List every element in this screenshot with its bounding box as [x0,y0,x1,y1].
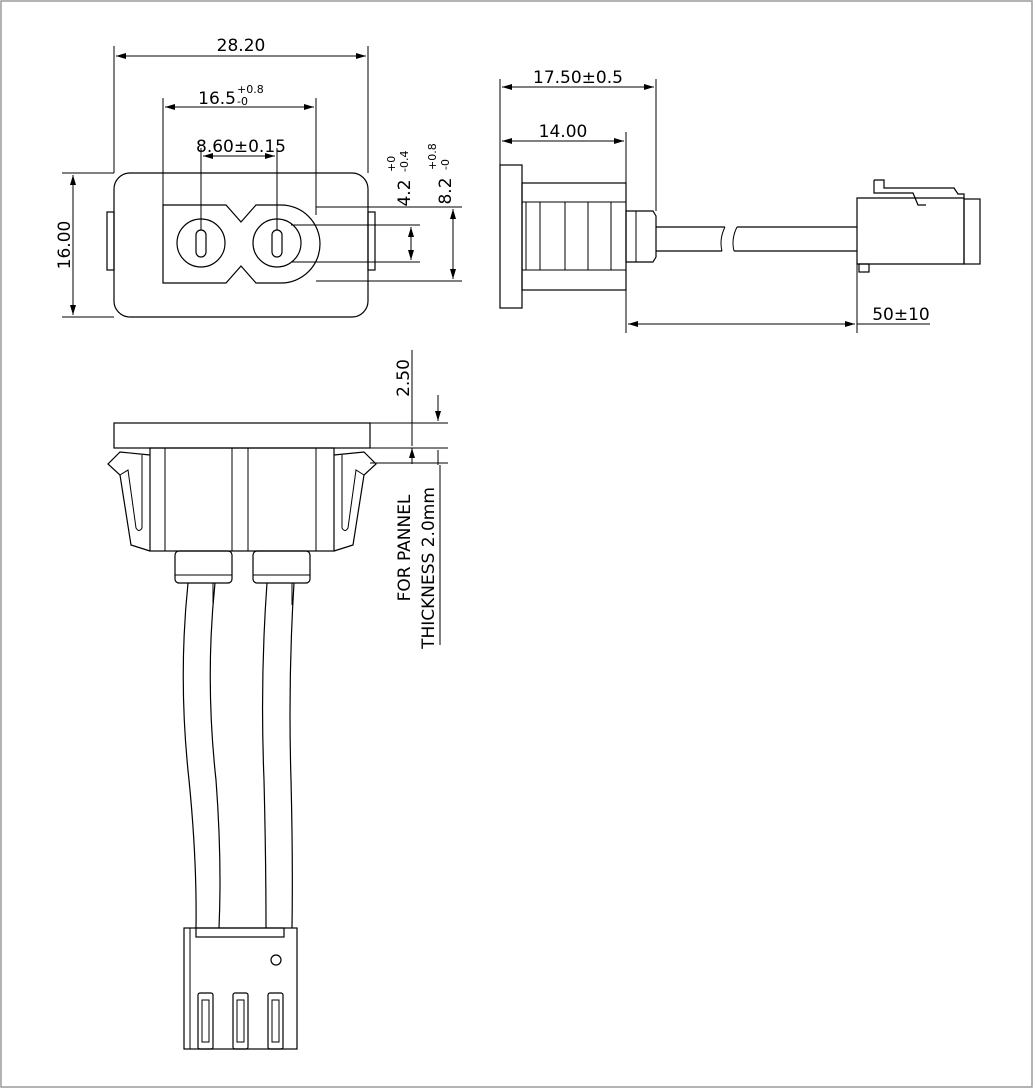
bottom-left-latch [107,451,151,552]
dim-height-overall-label: 16.00 [55,221,75,270]
dim-width-inner-main: 16.5 [198,89,236,109]
housing-polarity-mark [270,954,282,966]
dim-height-b-tol-plus: +0.8 [426,143,439,170]
bottom-right-latch [333,451,377,552]
dim-height-a-tol-plus: +0 [385,156,398,172]
side-terminal-housing [856,197,965,265]
dim-height-b-main: 8.2 [436,177,456,204]
bottom-flange [113,422,371,449]
housing-slot-3 [267,992,284,1050]
front-view: 28.20 16.5 +0.8 -0 8.60±0.15 16.00 4.2 +… [55,36,462,318]
bottom-wire-left [182,582,197,929]
dim-wire-length-label: 50±10 [872,305,930,325]
dim-width-overall-label: 28.20 [217,36,266,56]
dim-width-inner-tol-plus: +0.8 [237,83,264,96]
front-right-tab [367,211,376,271]
panel-note-line1: FOR PANNEL [395,494,415,601]
dim-side-body-label: 14.00 [539,122,588,142]
bottom-boot-left [174,550,233,584]
side-flange [499,164,523,309]
dim-flange-thickness-label: 2.50 [394,359,414,397]
side-body [521,182,627,291]
pin-right-slot [271,229,283,258]
wire-break-right [732,226,738,252]
pin-left-slot [195,229,207,258]
dim-width-inner-tol-minus: -0 [237,95,248,108]
dim-pin-pitch-label: 8.60±0.15 [196,137,286,157]
wire-break-left [720,226,726,252]
side-view: 17.50±0.5 14.00 50±10 [499,68,981,333]
socket-cavity [162,204,321,284]
bottom-body [149,447,335,552]
front-body-outline [113,172,369,318]
panel-note-line2: THICKNESS 2.0mm [419,487,439,650]
bottom-wire-right [261,582,268,929]
housing-slot-2 [232,992,249,1050]
dim-side-overall-label: 17.50±0.5 [533,68,623,88]
dim-height-a-tol-minus: -0.4 [398,151,411,172]
housing-slot-1 [197,992,214,1050]
bottom-view: 2.50 FOR PANNEL THICKNESS 2.0mm [107,350,448,1050]
dim-height-b-tol-minus: -0 [439,159,452,170]
bottom-boot-right [252,550,311,584]
side-wire-boot [625,210,657,263]
dim-height-a-main: 4.2 [395,179,415,206]
bottom-terminal-housing [183,927,298,1050]
front-left-tab [106,211,115,271]
